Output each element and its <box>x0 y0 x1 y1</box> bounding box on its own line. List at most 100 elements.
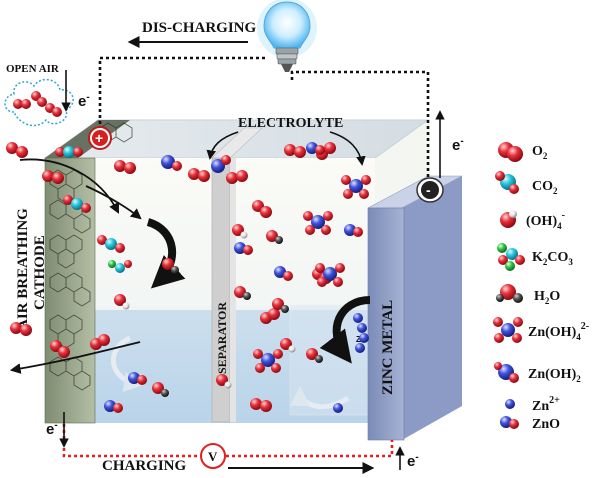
svg-text:e-: e- <box>78 92 90 110</box>
o2-molecule <box>13 99 31 109</box>
charging-wire-right <box>226 440 394 458</box>
legend-swatch-k2co3 <box>497 243 507 253</box>
znoh2-molecule <box>211 155 231 173</box>
legend-swatch-h2o <box>500 284 516 300</box>
legend-label-co2: CO2 <box>532 179 558 196</box>
svg-text:e-: e- <box>46 420 58 438</box>
zno-molecule <box>234 242 253 255</box>
o2-molecule <box>284 144 306 158</box>
oh-ion <box>280 338 296 353</box>
electron-symbol-bottom-right: e <box>407 453 415 470</box>
svg-text:e-: e- <box>407 452 419 470</box>
o2-molecule <box>252 200 272 218</box>
o2-molecule <box>188 168 210 182</box>
legend-label-k2co3: K2CO3 <box>532 250 573 267</box>
legend-item-zno: ZnO <box>500 416 560 432</box>
zn2-ion-stack <box>333 313 369 413</box>
znoh4-complex <box>315 263 345 287</box>
o2-molecule <box>6 142 28 158</box>
legend-swatch-zno <box>500 416 512 428</box>
molecules-in-cell <box>6 91 371 413</box>
electrolyte-label: ELECTROLYTE <box>238 116 343 131</box>
co2-molecule <box>97 235 125 253</box>
separator: SEPARATOR <box>211 127 263 423</box>
electron-symbol-left: e <box>78 93 86 110</box>
legend-label-zn2: Zn2+ <box>532 395 560 414</box>
light-bulb-icon <box>257 0 317 72</box>
znoh4-complex <box>253 349 283 373</box>
voltmeter-symbol: V <box>208 449 218 464</box>
o2-molecule <box>50 340 70 358</box>
legend-label-znoh4: Zn(OH)42- <box>528 321 589 342</box>
h2o-molecule <box>234 286 251 300</box>
h2o-molecule <box>272 298 289 313</box>
charging-label: CHARGING <box>102 458 187 474</box>
oh-ion <box>114 294 130 310</box>
discharge-wire-left <box>98 56 266 136</box>
h2o-molecule <box>306 348 323 363</box>
o2-molecule <box>90 334 110 350</box>
electron-symbol-right: e <box>452 137 460 154</box>
legend-label-znoh2: Zn(OH)2 <box>528 367 581 384</box>
zinc-metal-label: ZINC METAL <box>380 300 396 395</box>
negative-terminal: - <box>416 177 444 203</box>
legend: O2 CO2 (OH)4- K2CO3 H2O <box>493 142 589 432</box>
legend-item-h2o: H2O <box>496 284 560 306</box>
znoh4-complex <box>341 175 371 199</box>
zno-molecule <box>274 266 293 281</box>
znoh2-molecule <box>161 155 182 171</box>
legend-label-h2o: H2O <box>534 289 560 306</box>
legend-item-k2co3: K2CO3 <box>497 243 573 271</box>
electrolyte-annotation: ELECTROLYTE <box>206 116 366 166</box>
plus-terminal-sign: + <box>95 130 103 146</box>
h2o-molecule <box>162 258 179 274</box>
legend-item-o2: O2 <box>498 142 548 162</box>
o2-molecule <box>45 103 62 117</box>
positive-terminal: + <box>88 126 112 150</box>
co2-molecule <box>63 195 91 213</box>
open-air-label: OPEN AIR <box>6 63 60 75</box>
electron-arrows-discharge: e- e- <box>61 70 464 178</box>
o2-molecule <box>42 170 64 184</box>
discharging-label: DIS-CHARGING <box>142 20 257 36</box>
zno-molecule <box>344 224 363 237</box>
k2co3-molecule <box>108 260 132 273</box>
charging-circuit: CHARGING V e- e- <box>46 412 419 474</box>
legend-item-co2: CO2 <box>495 171 558 196</box>
cathode-label-line1: AIR BREATHING <box>15 208 31 330</box>
legend-label-o2: O2 <box>532 144 548 161</box>
zno-molecule <box>128 372 147 385</box>
charging-wire-left <box>62 424 200 458</box>
legend-swatch-zn2 <box>505 399 515 409</box>
legend-item-znoh2: Zn(OH)2 <box>494 362 581 384</box>
legend-item-znoh4: Zn(OH)42- <box>493 317 589 343</box>
voltmeter-icon: V <box>200 443 226 469</box>
o2-molecule <box>226 170 248 184</box>
h2o-molecule <box>266 230 283 244</box>
legend-label-oh4: (OH)4- <box>526 210 565 231</box>
svg-text:e-: e- <box>452 136 464 154</box>
legend-item-oh4: (OH)4- <box>500 210 565 231</box>
legend-label-zno: ZnO <box>532 417 560 432</box>
minus-terminal-sign: - <box>426 182 431 198</box>
o2-molecule <box>10 322 32 336</box>
cathode-label-line2: CATHODE <box>32 235 48 310</box>
oh-ion <box>232 224 248 239</box>
separator-label: SEPARATOR <box>215 302 229 374</box>
legend-item-zn2: Zn2+ <box>505 395 560 414</box>
oh-ion <box>216 374 232 389</box>
electron-symbol-bottom-left: e <box>46 421 54 438</box>
reaction-arrows <box>9 158 371 410</box>
cathode-carbon-mesh <box>49 122 133 391</box>
h2o-molecule <box>152 382 169 397</box>
legend-swatch-znoh4 <box>501 323 515 337</box>
zno-molecule <box>104 400 123 413</box>
zinc-metal-anode: ZINC METAL <box>367 175 463 441</box>
o2-molecule <box>250 398 272 412</box>
discharge-circuit: DIS-CHARGING <box>98 20 430 178</box>
znoh4-complex <box>303 211 333 235</box>
o2-molecule <box>260 308 280 324</box>
o2-molecule <box>114 160 136 174</box>
co2-molecule <box>55 146 83 158</box>
